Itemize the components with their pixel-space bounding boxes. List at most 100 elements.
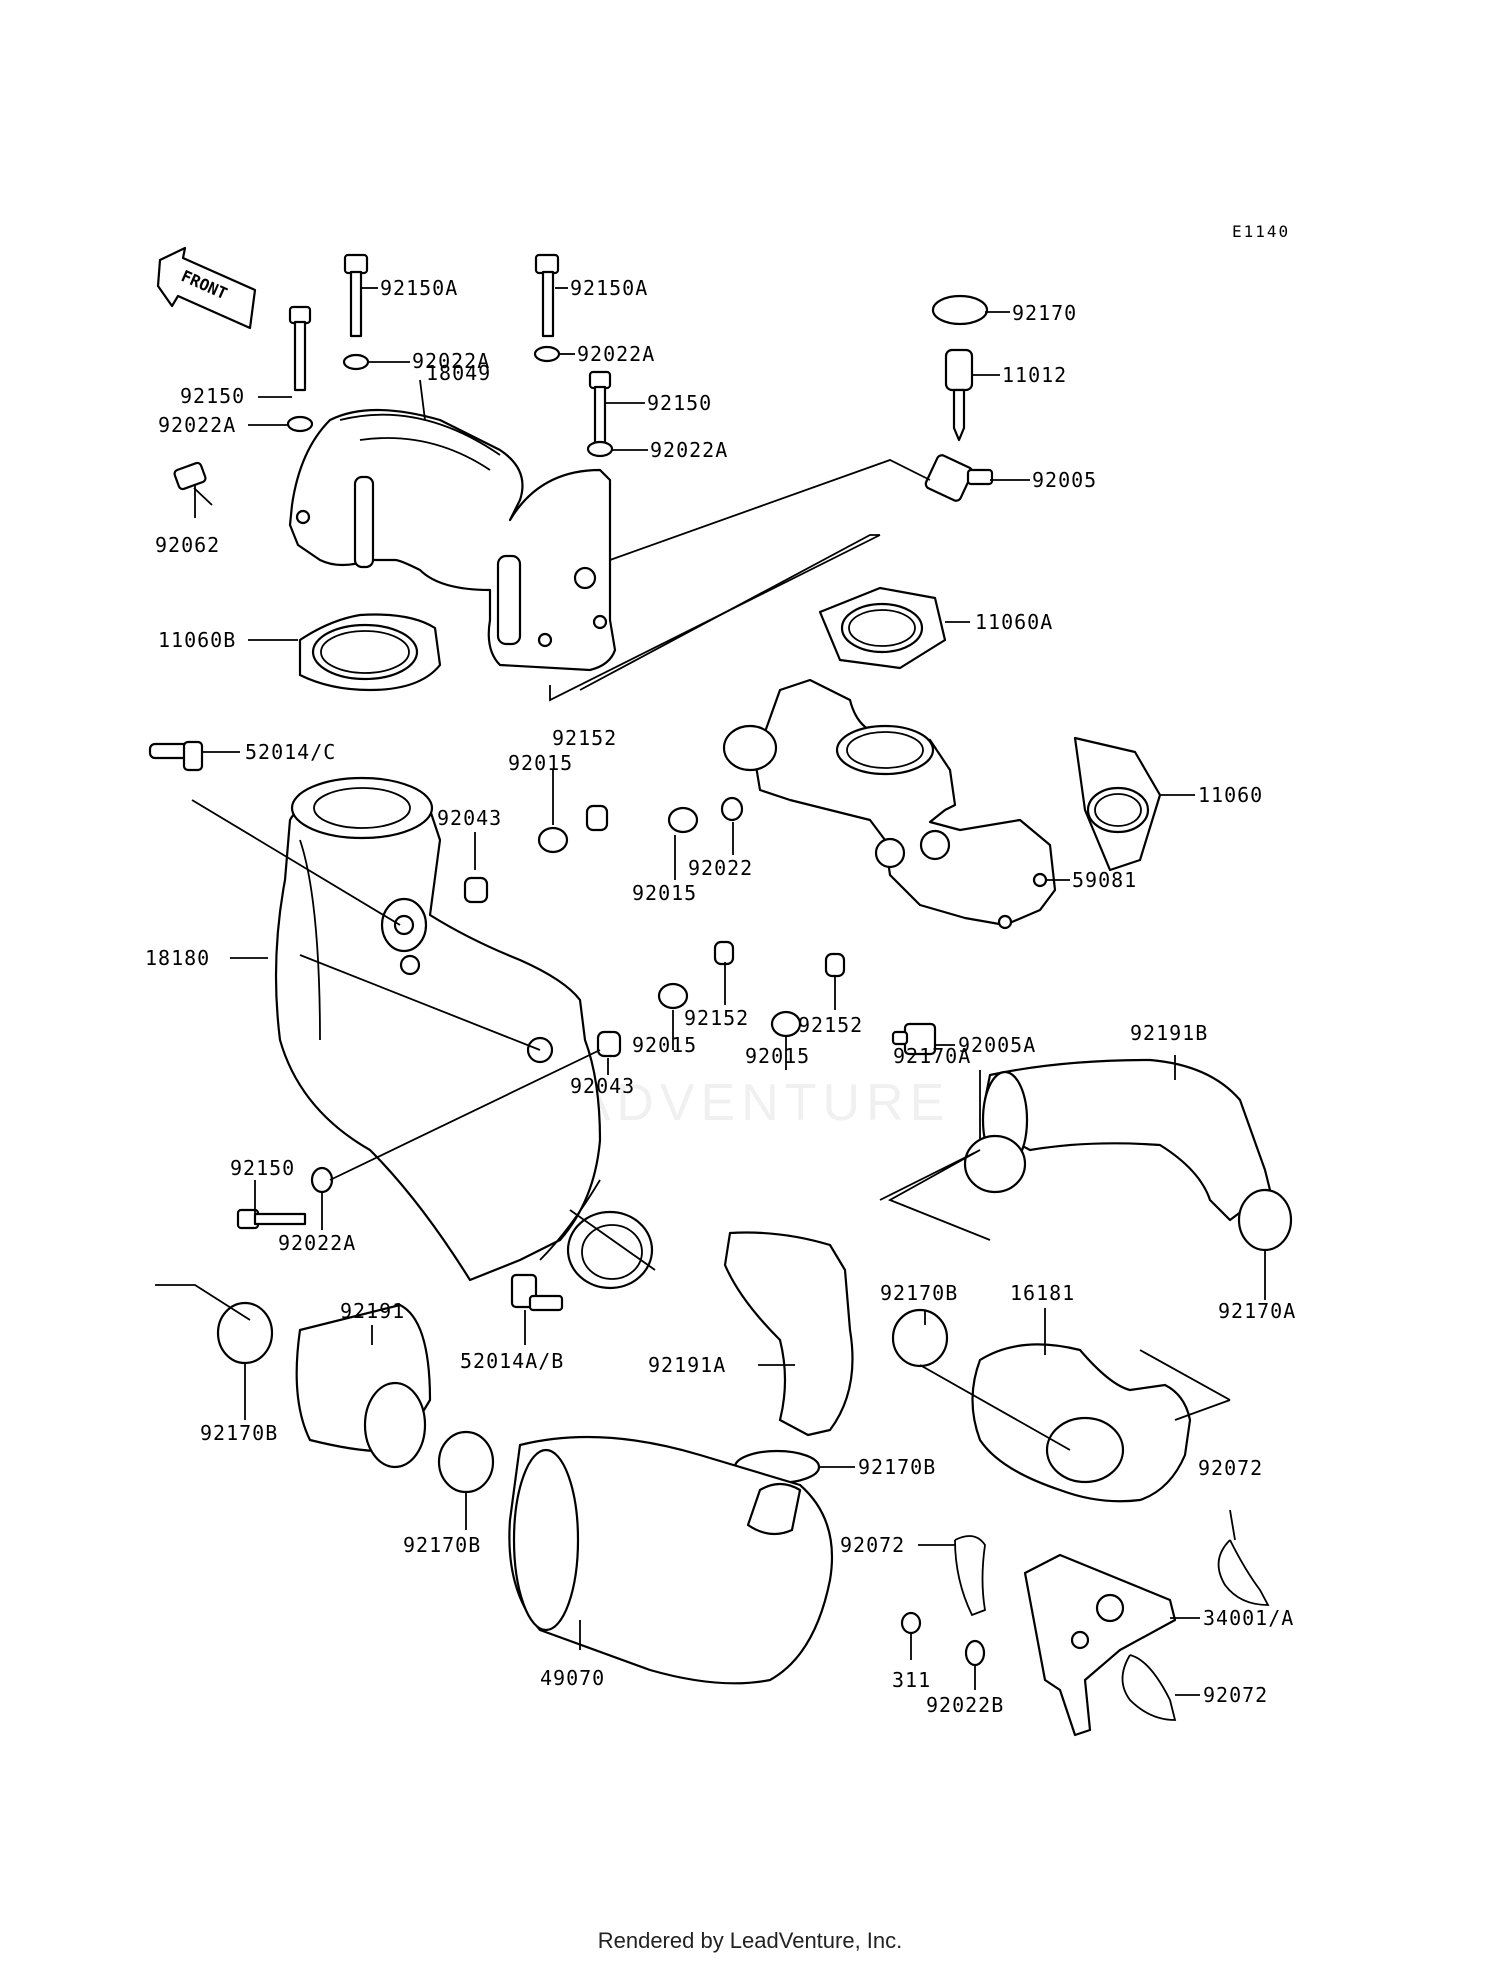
nut-92015-icon: [537, 826, 569, 854]
label: 92150A: [570, 276, 648, 300]
label: 34001/A: [1203, 1606, 1294, 1630]
washer-92022B-icon: [964, 1639, 986, 1667]
label: 92170: [1012, 301, 1077, 325]
label: 92152: [552, 726, 617, 750]
nut-92015-icon: [667, 806, 699, 834]
label: 92005: [1032, 468, 1097, 492]
nut-92015-icon: [770, 1010, 802, 1038]
label: 92170B: [200, 1421, 278, 1445]
label: 92191: [340, 1299, 405, 1323]
label: 92043: [437, 806, 502, 830]
collar-92152-icon: [713, 940, 735, 966]
band-92072-icon: [1121, 1654, 1177, 1721]
label: 92072: [840, 1533, 905, 1557]
label: 92062: [155, 533, 220, 557]
band-92072-icon: [1217, 1539, 1270, 1606]
label: 92022A: [577, 342, 655, 366]
bolt-92150-left-icon: [288, 305, 312, 392]
bolt-92150A-right-icon: [534, 253, 560, 338]
label: 92022A: [650, 438, 728, 462]
gasket-11060B-icon: [298, 613, 442, 692]
fitting-92005-icon: [924, 454, 994, 502]
washer-92022A-icon: [286, 415, 314, 433]
label: 92022A: [158, 413, 236, 437]
clamp-92170B-icon: [891, 1308, 949, 1368]
fitting-92005A-icon: [891, 1022, 937, 1056]
label: 92072: [1203, 1683, 1268, 1707]
label: 92022B: [926, 1693, 1004, 1717]
label: 92022A: [278, 1231, 356, 1255]
hose-92191A: [723, 1231, 854, 1437]
label: 59081: [1072, 868, 1137, 892]
clamp-92170B-icon: [437, 1430, 495, 1494]
label: 92015: [745, 1044, 810, 1068]
plug-11012-icon: [944, 348, 974, 442]
label: 92043: [570, 1074, 635, 1098]
label: 92170A: [1218, 1299, 1296, 1323]
label: 92170A: [893, 1044, 971, 1068]
fitting-52014AB-icon: [510, 1273, 564, 1312]
bolt-92150A-left-icon: [343, 253, 369, 338]
hose-92191B: [981, 1058, 1272, 1222]
label: 92150: [230, 1156, 295, 1180]
label: 11060A: [975, 610, 1053, 634]
manifold-18049: [288, 408, 617, 672]
clamp-92170-icon: [931, 294, 989, 326]
part-labels: 92150A 92150A 92170 92022A 92022A 92150 …: [145, 276, 1296, 1717]
leader-lines: [155, 287, 1266, 1696]
collar-92043-icon: [463, 876, 489, 904]
label: 92150A: [380, 276, 458, 300]
label: 18180: [145, 946, 210, 970]
manifold-59081: [722, 678, 1057, 930]
label: 92170B: [403, 1533, 481, 1557]
fitting-92062-icon: [173, 461, 213, 506]
label: 92170B: [858, 1455, 936, 1479]
label: 92191A: [648, 1353, 726, 1377]
fitting-52014C-icon: [148, 740, 204, 772]
collar-92043-icon: [596, 1030, 622, 1058]
clamp-92170A-icon: [1237, 1188, 1293, 1252]
muffler-49070: [508, 1435, 834, 1685]
footer-credit: Rendered by LeadVenture, Inc.: [597, 1928, 903, 1953]
label: 92015: [632, 881, 697, 905]
front-arrow-icon: FRONT: [156, 246, 257, 330]
label: 92191B: [1130, 1021, 1208, 1045]
hose-92191: [295, 1303, 432, 1469]
washer-92022A-icon: [533, 345, 561, 363]
label: 52014A/B: [460, 1349, 564, 1373]
label: 92152: [684, 1006, 749, 1030]
label: 92022A: [412, 349, 490, 373]
label: 11060B: [158, 628, 236, 652]
label: 92005A: [958, 1033, 1036, 1057]
bolt-92150-lower-icon: [236, 1208, 307, 1230]
band-92072-icon: [954, 1535, 987, 1617]
label: 16181: [1010, 1281, 1075, 1305]
label: 92015: [632, 1033, 697, 1057]
washer-92022A-icon: [342, 353, 370, 371]
label: 92022: [688, 856, 753, 880]
collar-92152-icon: [585, 804, 609, 832]
washer-92022A-icon: [586, 440, 614, 458]
nut-311-icon: [900, 1611, 922, 1635]
exhaust-pipe-18180: [274, 776, 654, 1290]
washer-92022-icon: [720, 796, 744, 822]
label: 18049: [426, 361, 491, 385]
label: 92152: [798, 1013, 863, 1037]
hose-16181: [971, 1343, 1192, 1503]
nut-92015-icon: [657, 982, 689, 1010]
gasket-11060A-icon: [818, 586, 947, 670]
clamp-92170A-icon: [963, 1134, 1027, 1194]
label: 92015: [508, 751, 573, 775]
label: 92150: [647, 391, 712, 415]
clamp-92170B-icon: [216, 1301, 274, 1365]
collar-92152-icon: [824, 952, 846, 978]
washer-92022A-icon: [310, 1166, 334, 1194]
label: 92170B: [880, 1281, 958, 1305]
label: 52014/C: [245, 740, 336, 764]
label: 49070: [540, 1666, 605, 1690]
label: 11012: [1002, 363, 1067, 387]
label: 11060: [1198, 783, 1263, 807]
bolt-92150-mid-icon: [588, 370, 612, 451]
diagram-code: E1140: [1232, 222, 1290, 241]
